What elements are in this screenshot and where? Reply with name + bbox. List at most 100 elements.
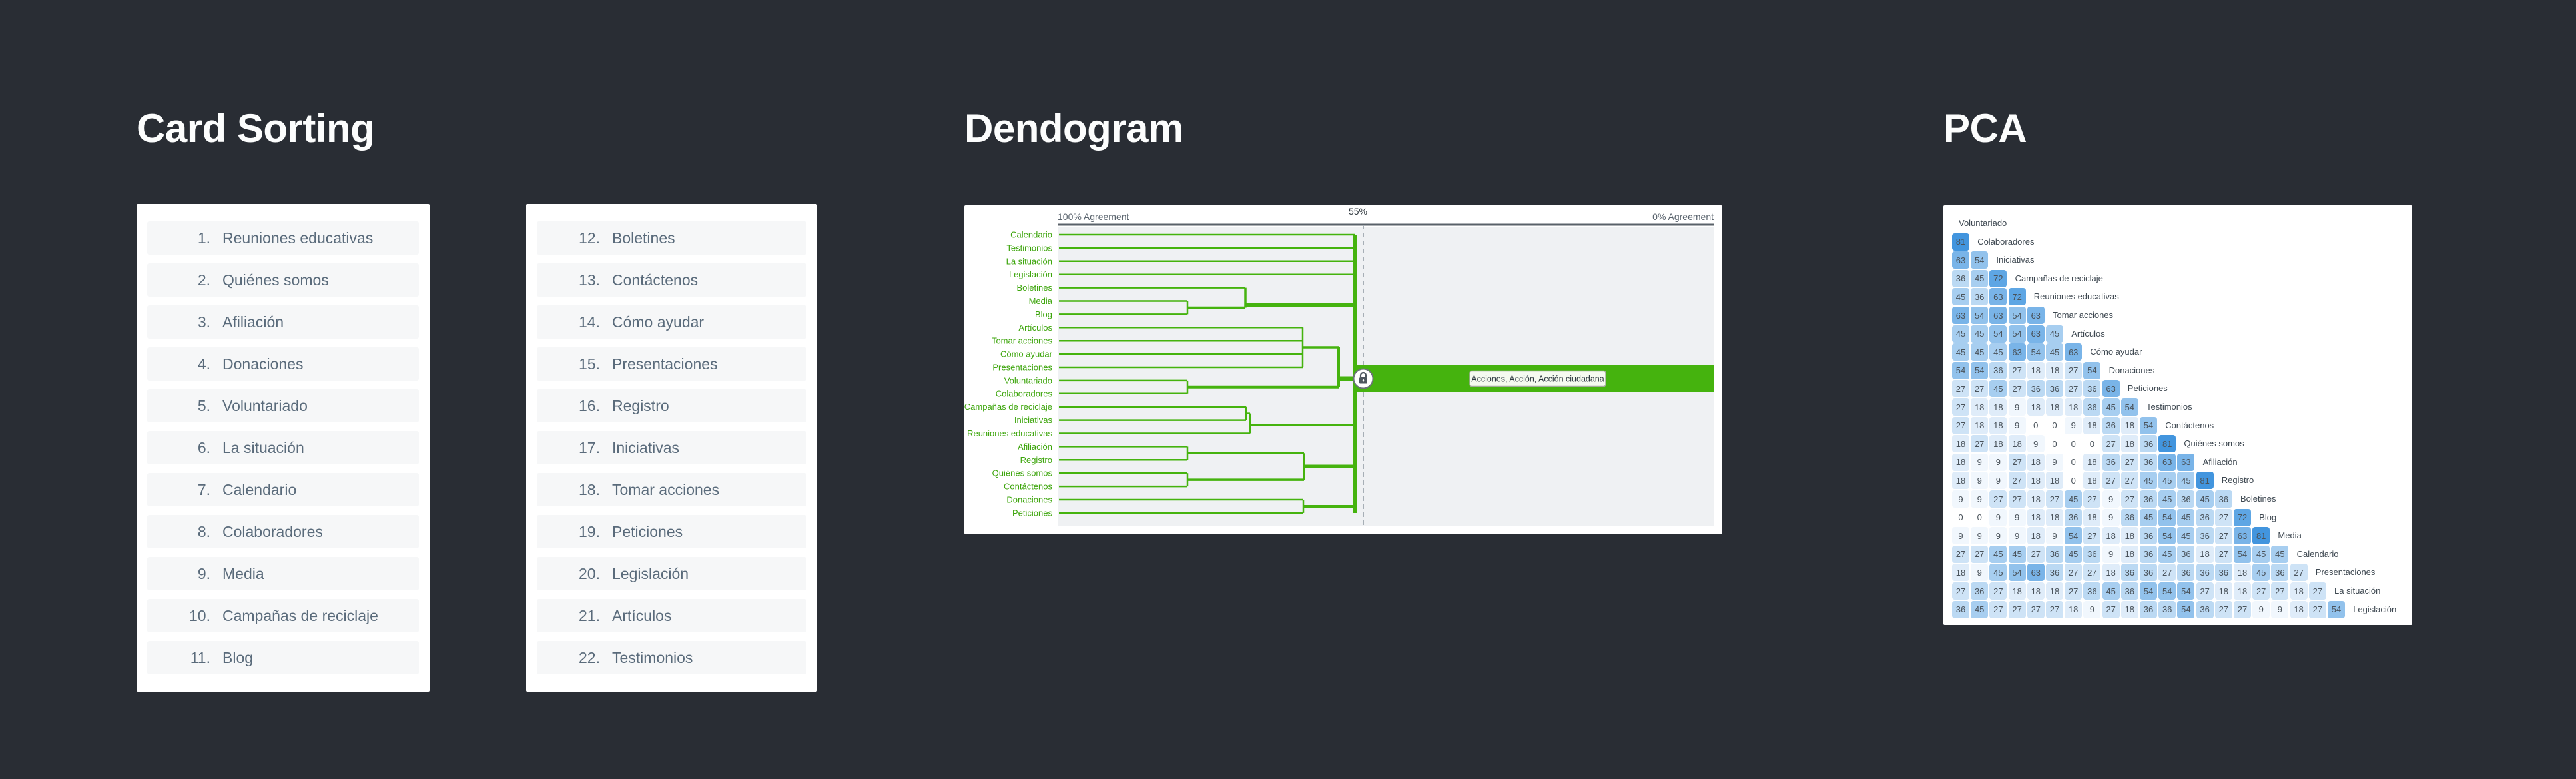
- card-item-label: Legislación: [612, 564, 689, 582]
- similarity-row-label: Voluntariado: [1959, 218, 2007, 228]
- similarity-cell: 27: [2008, 600, 2026, 618]
- dendro-leaf-label: Iniciativas: [1014, 415, 1053, 425]
- similarity-cell: 18: [2290, 582, 2308, 600]
- card-item-label: Afiliación: [222, 313, 284, 331]
- similarity-cell: 81: [2196, 472, 2214, 490]
- similarity-cell: 81: [1952, 233, 1969, 251]
- card-item: 10. Campañas de reciclaje: [147, 599, 419, 632]
- similarity-cell: 54: [1952, 361, 1969, 379]
- similarity-cell: 18: [2027, 361, 2045, 379]
- similarity-cell: 27: [1952, 416, 1969, 434]
- similarity-cell: 0: [2027, 416, 2045, 434]
- similarity-cell: 63: [1952, 307, 1969, 324]
- dendro-leaf-label: Cómo ayudar: [1000, 349, 1053, 359]
- similarity-cell: 45: [2196, 490, 2214, 508]
- similarity-cell: 9: [2008, 398, 2026, 416]
- similarity-cell: 27: [2196, 582, 2214, 600]
- similarity-cell: 9: [2252, 600, 2270, 618]
- similarity-cell: 27: [1989, 600, 2007, 618]
- card-item: 11.Blog: [147, 641, 419, 674]
- similarity-cell: 27: [2158, 564, 2176, 582]
- card-item-number: 17.: [579, 438, 600, 456]
- similarity-cell: 0: [2065, 453, 2083, 471]
- similarity-cell: 36: [2120, 582, 2138, 600]
- cluster-label-text: Acciones, Acción, Acción ciudadana: [1471, 375, 1604, 384]
- similarity-cell: 45: [1952, 343, 1969, 361]
- card-item-number: 18.: [579, 480, 600, 498]
- similarity-cell: 54: [1971, 251, 1989, 269]
- similarity-cell: 45: [1971, 269, 1989, 287]
- similarity-cell: 45: [2008, 545, 2026, 563]
- similarity-cell: 18: [2027, 582, 2045, 600]
- similarity-row-label: Cómo ayudar: [2090, 347, 2142, 357]
- similarity-row-label: La situación: [2334, 586, 2381, 596]
- similarity-cell: 45: [2252, 564, 2270, 582]
- similarity-cell: 9: [2008, 508, 2026, 526]
- similarity-row-label: Calendario: [2296, 548, 2339, 559]
- similarity-cell: 27: [1952, 545, 1969, 563]
- similarity-cell: 18: [2027, 453, 2045, 471]
- dendro-leaf-label: Reuniones educativas: [967, 428, 1052, 438]
- similarity-cell: 63: [2177, 453, 2195, 471]
- similarity-cell: 45: [2046, 343, 2063, 361]
- similarity-cell: 54: [2140, 416, 2157, 434]
- card-item-label: Cómo ayudar: [612, 313, 705, 331]
- similarity-cell: 18: [2046, 398, 2063, 416]
- similarity-cell: 18: [2120, 545, 2138, 563]
- similarity-cell: 81: [2158, 435, 2176, 453]
- card-item-number: 5.: [197, 396, 210, 414]
- similarity-row-label: Legislación: [2353, 604, 2397, 614]
- similarity-cell: 36: [2046, 545, 2063, 563]
- similarity-cell: 9: [2046, 527, 2063, 545]
- card-item-label: Reuniones educativas: [222, 229, 374, 247]
- similarity-cell: 9: [2008, 416, 2026, 434]
- similarity-cell: 0: [2046, 416, 2063, 434]
- dendro-leaf-label: Calendario: [1010, 230, 1052, 240]
- card-item-label: Iniciativas: [612, 438, 679, 456]
- card-item-label: Testimonios: [612, 648, 693, 666]
- similarity-cell: 36: [2140, 564, 2157, 582]
- similarity-cell: 36: [2046, 380, 2063, 398]
- similarity-cell: 36: [1952, 269, 1969, 287]
- similarity-cell: 45: [2177, 527, 2195, 545]
- similarity-cell: 27: [2083, 564, 2101, 582]
- similarity-cell: 54: [1989, 325, 2007, 343]
- dendro-leaf-label: Voluntariado: [1004, 375, 1052, 385]
- card-item: 4.Donaciones: [147, 347, 419, 381]
- card-item: 16.Registro: [537, 389, 806, 422]
- similarity-row-label: Testimonios: [2146, 402, 2192, 412]
- similarity-row-label: Artículos: [2071, 328, 2105, 339]
- similarity-cell: 45: [2140, 472, 2157, 490]
- similarity-cell: 45: [2271, 545, 2289, 563]
- card-item-label: Artículos: [612, 606, 672, 624]
- similarity-cell: 18: [2008, 435, 2026, 453]
- card-item-label: Campañas de reciclaje: [222, 606, 378, 624]
- similarity-cell: 18: [1971, 398, 1989, 416]
- card-item-number: 9.: [197, 564, 210, 582]
- similarity-cell: 27: [2083, 490, 2101, 508]
- similarity-cell: 36: [1952, 600, 1969, 618]
- card-item-number: 11.: [190, 648, 210, 666]
- similarity-cell: 27: [2234, 600, 2251, 618]
- card-item-number: 1.: [197, 229, 210, 247]
- similarity-cell: 18: [2196, 545, 2214, 563]
- similarity-cell: 36: [2083, 380, 2101, 398]
- similarity-cell: 63: [1989, 307, 2007, 324]
- card-item-number: 14.: [579, 313, 600, 331]
- card-item-number: 3.: [197, 313, 210, 331]
- similarity-cell: 18: [1952, 435, 1969, 453]
- similarity-cell: 9: [2102, 490, 2120, 508]
- similarity-cell: 36: [2177, 564, 2195, 582]
- similarity-cell: 9: [2008, 527, 2026, 545]
- similarity-cell: 9: [1989, 508, 2007, 526]
- card-item-label: Peticiones: [612, 522, 683, 540]
- similarity-cell: 18: [2046, 508, 2063, 526]
- similarity-cell: 54: [2027, 343, 2045, 361]
- card-item-number: 10.: [189, 606, 210, 624]
- similarity-cell: 45: [2046, 325, 2063, 343]
- similarity-cell: 9: [2046, 453, 2063, 471]
- similarity-cell: 9: [2271, 600, 2289, 618]
